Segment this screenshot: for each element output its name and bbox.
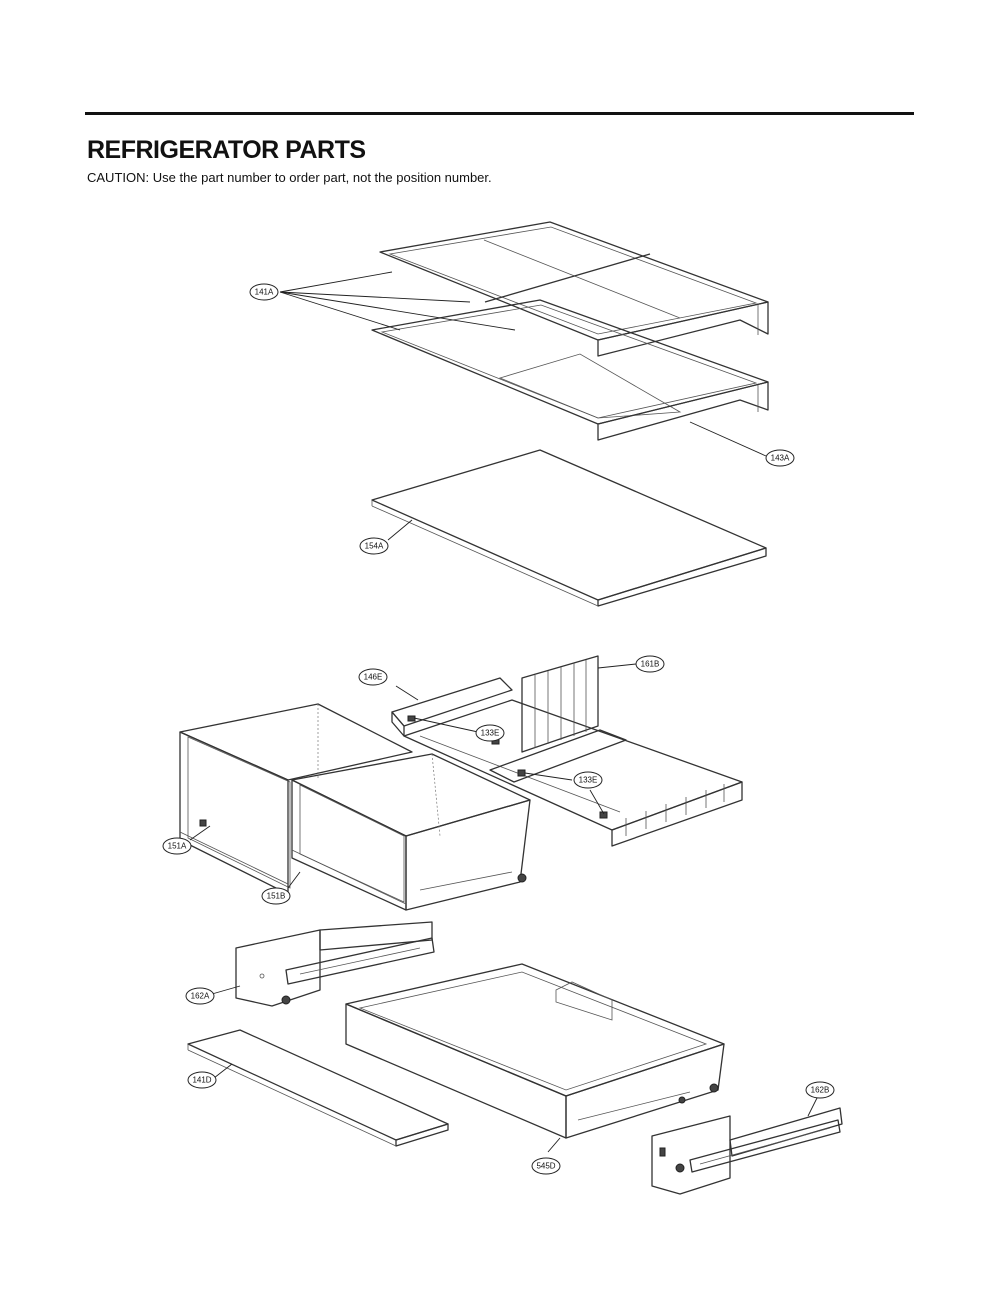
callout-151a: 151A: [162, 837, 192, 855]
svg-text:161B: 161B: [641, 660, 660, 669]
callout-154a: 154A: [359, 537, 389, 555]
svg-text:162B: 162B: [811, 1086, 830, 1095]
slide-rail-162b: [651, 1095, 843, 1195]
page-title: REFRIGERATOR PARTS: [87, 136, 366, 164]
callout-162a: 162A: [185, 987, 215, 1005]
slide-rail-162a: [211, 921, 435, 1007]
callout-545d: 545D: [531, 1157, 561, 1175]
header-rule: [85, 112, 914, 115]
callout-151b: 151B: [261, 887, 291, 905]
leader-151a: [189, 825, 211, 841]
svg-text:141D: 141D: [192, 1076, 211, 1085]
callout-133e-2: 133E: [573, 771, 603, 789]
svg-text:162A: 162A: [191, 992, 210, 1001]
divider-161b: [521, 655, 637, 753]
svg-text:151A: 151A: [168, 842, 187, 851]
cover-141d: [187, 1029, 449, 1147]
svg-text:154A: 154A: [365, 542, 384, 551]
leader-151b: [287, 871, 301, 889]
svg-text:133E: 133E: [579, 776, 598, 785]
shelf-141a-upper: [379, 221, 769, 357]
callout-161b: 161B: [635, 655, 665, 673]
shelf-141a-lower: [371, 299, 769, 441]
svg-text:146E: 146E: [364, 673, 383, 682]
svg-text:545D: 545D: [536, 1162, 555, 1171]
clips-133e: [395, 685, 608, 819]
cover-assembly-146e: [391, 677, 743, 847]
caution-note: CAUTION: Use the part number to order pa…: [87, 170, 492, 185]
pantry-drawer-545d: [345, 963, 725, 1153]
callout-141d: 141D: [187, 1071, 217, 1089]
callout-162b: 162B: [805, 1081, 835, 1099]
svg-text:133E: 133E: [481, 729, 500, 738]
svg-text:141A: 141A: [255, 288, 274, 297]
crisper-drawer-151a: [179, 703, 413, 895]
leaders-141a: [279, 271, 516, 331]
crisper-drawer-151b: [291, 753, 531, 911]
leader-143a: [689, 421, 767, 457]
callout-133e-1: 133E: [475, 724, 505, 742]
callout-141a: 141A: [249, 283, 279, 301]
callout-143a: 143A: [765, 449, 795, 467]
svg-text:151B: 151B: [267, 892, 286, 901]
callout-146e: 146E: [358, 668, 388, 686]
glass-shelf-154a: [371, 449, 767, 607]
svg-text:143A: 143A: [771, 454, 790, 463]
